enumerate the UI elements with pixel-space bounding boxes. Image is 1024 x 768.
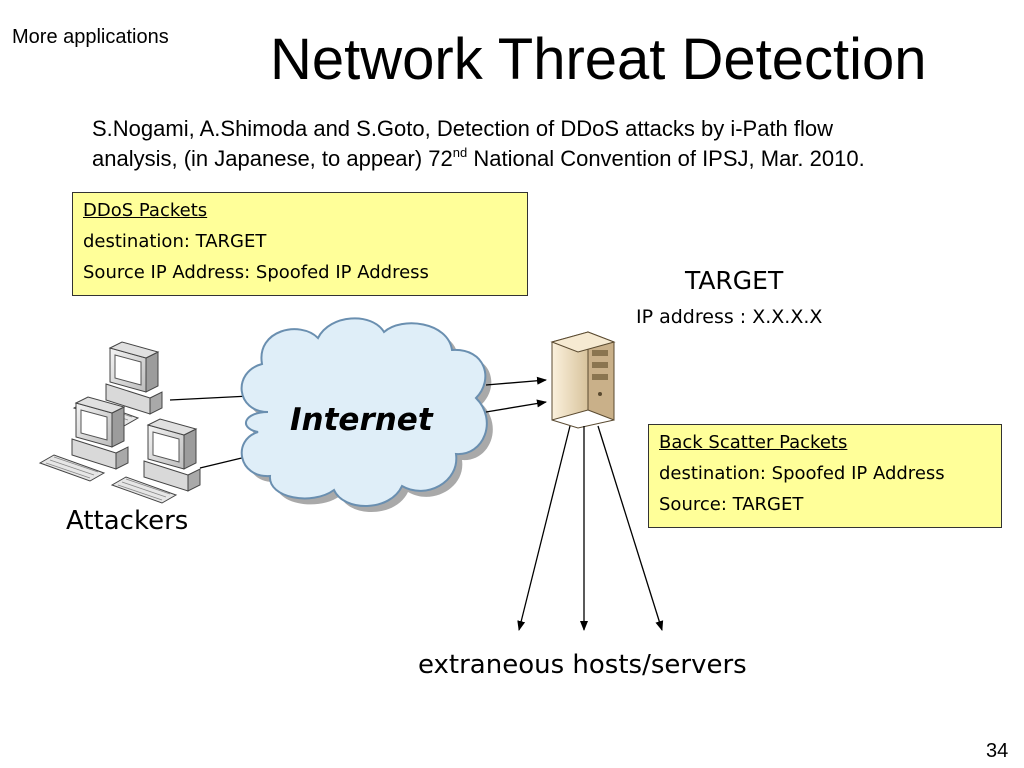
page-number: 34 bbox=[986, 740, 1009, 762]
attackers-label: Attackers bbox=[66, 506, 189, 536]
reference-citation: S.Nogami, A.Shimoda and S.Goto, Detectio… bbox=[92, 114, 1012, 174]
backscatter-arrow-3 bbox=[597, 425, 664, 631]
cloud-icon bbox=[240, 317, 493, 513]
backscatter-note-source: Source: TARGET bbox=[659, 494, 804, 515]
more-applications-link[interactable]: More applications bbox=[12, 26, 169, 48]
reference-line-2-pre: analysis, (in Japanese, to appear) 72 bbox=[92, 146, 453, 171]
ddos-note-source: Source IP Address: Spoofed IP Address bbox=[83, 262, 429, 283]
desktop-computer-icon bbox=[39, 396, 129, 482]
backscatter-note-destination: destination: Spoofed IP Address bbox=[659, 463, 945, 484]
ddos-note-heading: DDoS Packets bbox=[83, 200, 208, 221]
extraneous-hosts-label: extraneous hosts/servers bbox=[418, 650, 747, 680]
internet-to-target-arrow-2 bbox=[485, 399, 547, 413]
attackers-group bbox=[39, 341, 201, 504]
reference-line-1: S.Nogami, A.Shimoda and S.Goto, Detectio… bbox=[92, 116, 834, 141]
reference-line-2: analysis, (in Japanese, to appear) 72nd … bbox=[92, 144, 1012, 174]
internet-label: Internet bbox=[290, 402, 433, 438]
backscatter-packets-note: Back Scatter Packets destination: Spoofe… bbox=[648, 424, 1002, 528]
backscatter-note-heading: Back Scatter Packets bbox=[659, 432, 848, 453]
internet-to-target-arrow-1 bbox=[485, 376, 547, 386]
slide-title: Network Threat Detection bbox=[270, 27, 927, 92]
backscatter-arrow-1 bbox=[517, 425, 571, 631]
target-label: TARGET bbox=[685, 266, 784, 295]
ddos-note-destination: destination: TARGET bbox=[83, 231, 267, 252]
attacker-link-1 bbox=[169, 395, 251, 401]
ddos-packets-note: DDoS Packets destination: TARGET Source … bbox=[72, 192, 528, 296]
target-ip-address: IP address : X.X.X.X bbox=[636, 306, 823, 328]
reference-line-2-post: National Convention of IPSJ, Mar. 2010. bbox=[467, 146, 865, 171]
reference-superscript: nd bbox=[452, 145, 468, 160]
server-icon bbox=[550, 331, 616, 429]
